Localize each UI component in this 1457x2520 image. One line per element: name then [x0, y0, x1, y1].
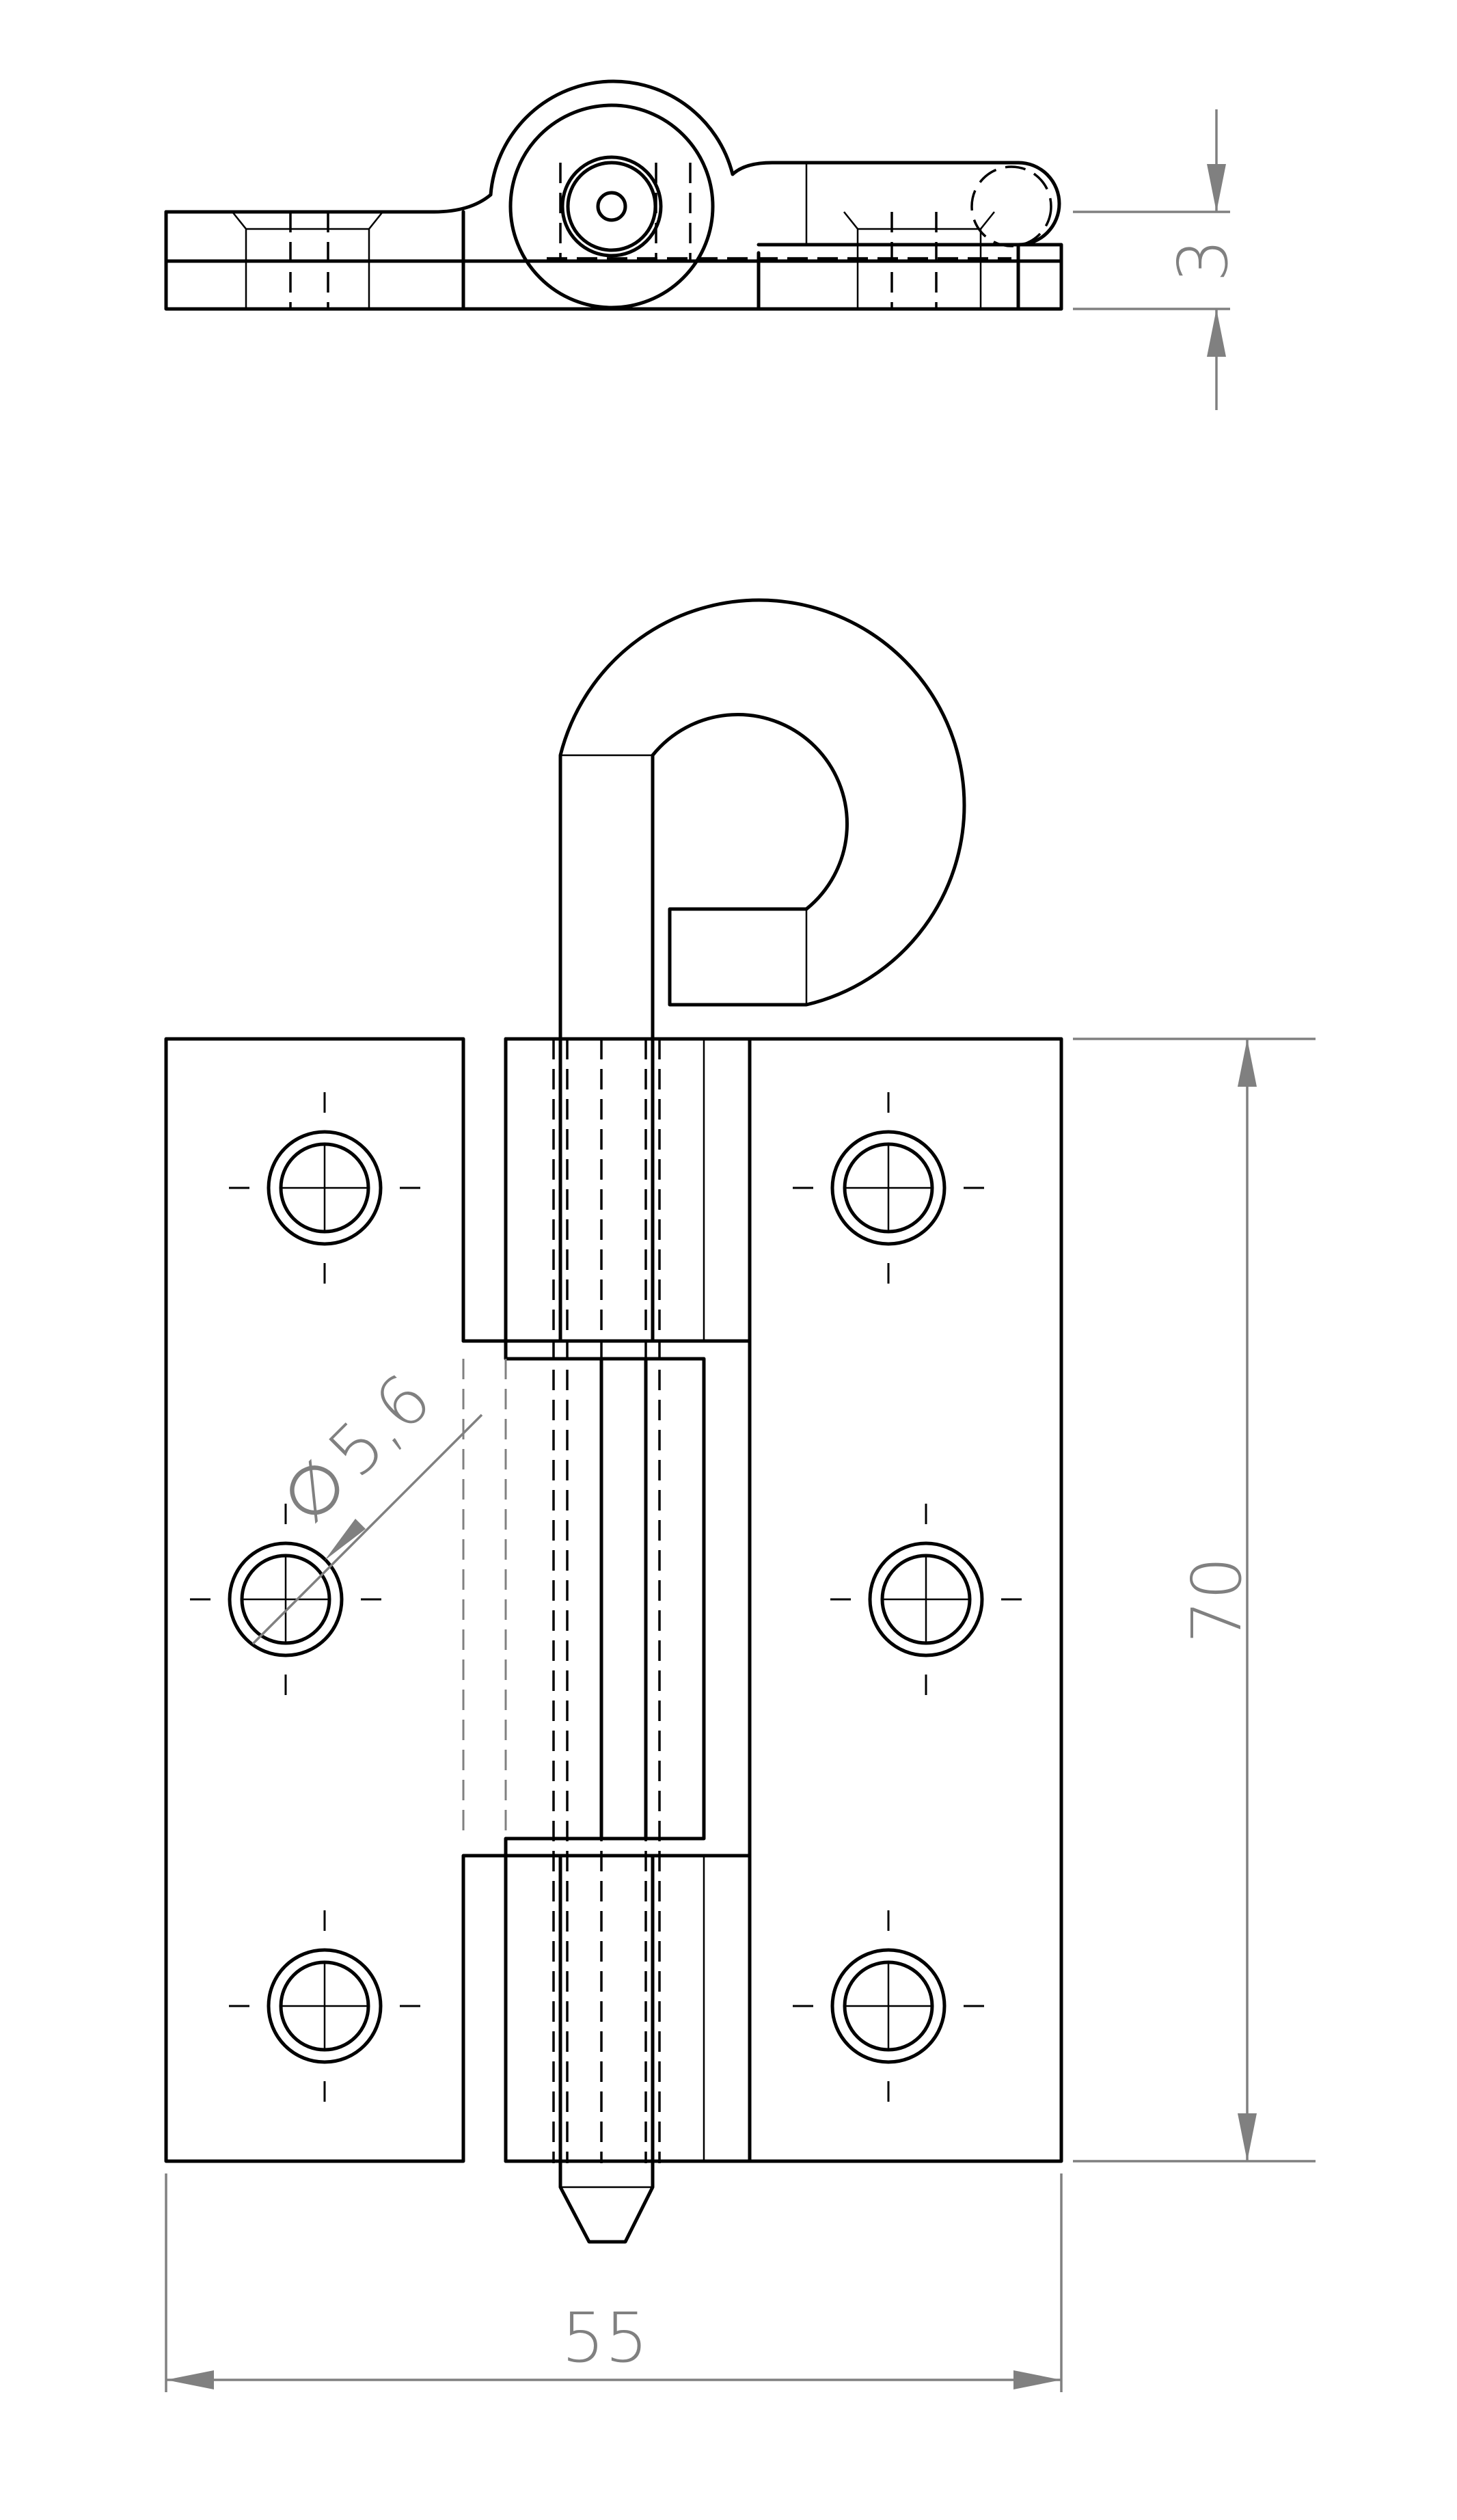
height-arrow-bottom: [1238, 2113, 1257, 2161]
hook-loop: [558, 598, 966, 1041]
top-view-pin-circle: [560, 155, 663, 258]
width-arrow-right: [1013, 2370, 1061, 2389]
right-leaf: [504, 1037, 1063, 2163]
screw-hole-middle-left: [190, 1504, 381, 1695]
screw-hole-top-right: [793, 1092, 984, 1284]
top-view-pin-inner: [566, 161, 657, 252]
screw-hole-middle-right: [830, 1504, 1022, 1695]
top-view: [164, 79, 1063, 311]
width-dimension-label: 55: [561, 2298, 648, 2378]
height-dimension: 70: [1073, 1038, 1316, 2163]
top-view-countersinks-left: [232, 211, 383, 309]
width-arrow-left: [166, 2370, 214, 2389]
screw-hole-top-left: [229, 1092, 420, 1284]
top-view-countersinks-right: [843, 211, 995, 309]
top-view-outline: [164, 79, 1061, 311]
height-dimension-label: 70: [1177, 1556, 1257, 1643]
pin-hidden: [552, 1037, 661, 2163]
thickness-dimension: 3: [1073, 109, 1243, 410]
screw-hole-bottom-right: [793, 1910, 984, 2102]
hole-diameter-dimension: ∅ 5,6: [251, 1359, 483, 1645]
screw-hole-bottom-left: [229, 1910, 420, 2102]
pin-tip: [558, 2159, 655, 2244]
hole-diameter-arrow: [325, 1519, 366, 1560]
width-dimension: 55: [165, 2173, 1063, 2392]
top-view-pin-center: [596, 191, 627, 222]
top-view-hook-end: [970, 165, 1052, 247]
thickness-arrow-top: [1207, 164, 1226, 212]
thickness-dimension-label: 3: [1163, 239, 1243, 282]
front-view: [164, 598, 1063, 2244]
top-view-knuckle-outer: [508, 103, 715, 310]
thickness-arrow-bottom: [1207, 309, 1226, 357]
height-arrow-top: [1238, 1039, 1257, 1087]
